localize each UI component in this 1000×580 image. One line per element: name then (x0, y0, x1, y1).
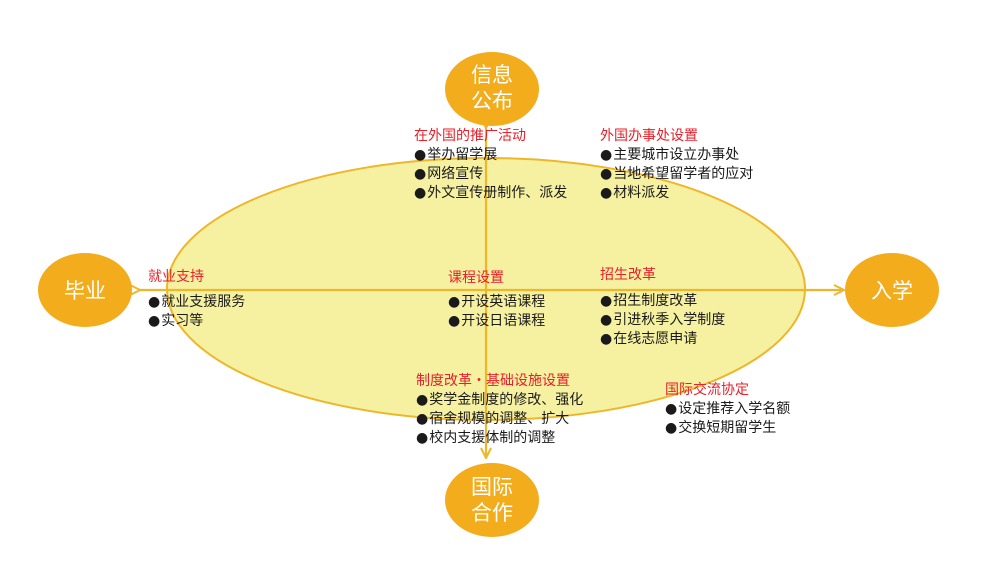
block-promotion-list: ●举办留学展 ●网络宣传 ●外文宣传册制作、派发 (414, 146, 567, 203)
list-item: ●当地希望留学者的应对 (600, 166, 754, 182)
block-admission-reform-title: 招生改革 (600, 267, 656, 283)
node-international-cooperation-line2: 合作 (471, 501, 513, 525)
list-item: ●开设英语课程 (448, 294, 546, 310)
node-info-release-line2: 公布 (471, 89, 513, 113)
list-item: ●招生制度改革 (600, 293, 698, 309)
node-graduation-label: 毕业 (64, 279, 106, 303)
block-overseas-office-title: 外国办事处设置 (600, 128, 698, 144)
block-employment-list: ●就业支援服务 ●实习等 (148, 293, 245, 331)
block-system-reform-title: 制度改革・基础设施设置 (416, 373, 570, 389)
list-item: ●外文宣传册制作、派发 (414, 185, 568, 201)
block-employment: 就业支持 ●就业支援服务 ●实习等 (148, 268, 245, 331)
node-info-release-line1: 信息 (471, 63, 513, 87)
list-item: ●开设日语课程 (448, 313, 546, 329)
node-info-release: 信息 公布 (445, 52, 539, 126)
list-item: ●设定推荐入学名额 (665, 401, 791, 417)
list-item: ●宿舍规模的调整、扩大 (416, 411, 570, 427)
list-item: ●实习等 (148, 313, 204, 329)
node-international-cooperation-line1: 国际 (471, 475, 513, 499)
node-info-release-circle (445, 52, 539, 126)
node-international-cooperation-circle (445, 463, 539, 537)
block-curriculum-title: 课程设置 (448, 270, 504, 286)
block-curriculum-list: ●开设英语课程 ●开设日语课程 (448, 293, 545, 331)
list-item: ●校内支援体制的调整 (416, 430, 556, 446)
block-system-reform: 制度改革・基础设施设置 ●奖学金制度的修改、强化 ●宿舍规模的调整、扩大 ●校内… (416, 372, 583, 448)
list-item: ●举办留学展 (414, 147, 498, 163)
list-item: ●网络宣传 (414, 166, 484, 182)
node-graduation: 毕业 (38, 253, 132, 327)
block-exchange-agreement: 国际交流协定 ●设定推荐入学名额 ●交换短期留学生 (665, 381, 790, 438)
block-promotion-title: 在外国的推广活动 (414, 128, 526, 144)
block-system-reform-list: ●奖学金制度的修改、强化 ●宿舍规模的调整、扩大 ●校内支援体制的调整 (416, 391, 583, 448)
block-overseas-office-list: ●主要城市设立办事处 ●当地希望留学者的应对 ●材料派发 (600, 146, 753, 203)
list-item: ●引进秋季入学制度 (600, 312, 726, 328)
block-curriculum: 课程设置 ●开设英语课程 ●开设日语课程 (448, 269, 545, 331)
list-item: ●材料派发 (600, 185, 670, 201)
node-graduation-circle (38, 253, 132, 327)
list-item: ●主要城市设立办事处 (600, 147, 740, 163)
list-item: ●就业支援服务 (148, 294, 246, 310)
block-overseas-office: 外国办事处设置 ●主要城市设立办事处 ●当地希望留学者的应对 ●材料派发 (600, 127, 753, 203)
list-item: ●在线志愿申请 (600, 331, 698, 347)
block-exchange-agreement-title: 国际交流协定 (665, 382, 749, 398)
node-admission: 入学 (845, 253, 939, 327)
block-exchange-agreement-list: ●设定推荐入学名额 ●交换短期留学生 (665, 400, 790, 438)
block-admission-reform-list: ●招生制度改革 ●引进秋季入学制度 ●在线志愿申请 (600, 292, 725, 349)
list-item: ●奖学金制度的修改、强化 (416, 392, 584, 408)
block-admission-reform: 招生改革 ●招生制度改革 ●引进秋季入学制度 ●在线志愿申请 (600, 266, 725, 349)
block-employment-title: 就业支持 (148, 269, 204, 285)
block-promotion: 在外国的推广活动 ●举办留学展 ●网络宣传 ●外文宣传册制作、派发 (414, 127, 567, 203)
node-international-cooperation: 国际 合作 (445, 463, 539, 537)
list-item: ●交换短期留学生 (665, 420, 777, 436)
node-admission-label: 入学 (871, 279, 913, 303)
node-admission-circle (845, 253, 939, 327)
